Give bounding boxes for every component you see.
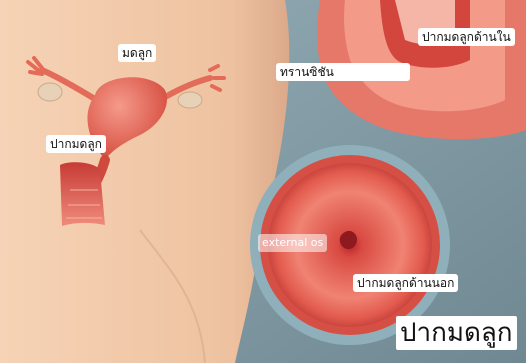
ovary-left [38, 83, 62, 101]
label-cervix-inner: ปากมดลูกด้านใน [418, 28, 515, 46]
label-cervix-outer: ปากมดลูกด้านนอก [353, 274, 458, 292]
caption-cervix: ปากมดลูก [396, 316, 517, 350]
label-external-os: external os [258, 234, 327, 252]
ovary-right [178, 92, 202, 108]
label-cervix: ปากมดลูก [46, 135, 106, 153]
vaginal-canal [60, 162, 105, 226]
label-transition-zone: ทรานซิชัน [276, 63, 410, 81]
label-uterus: มดลูก [118, 44, 156, 62]
